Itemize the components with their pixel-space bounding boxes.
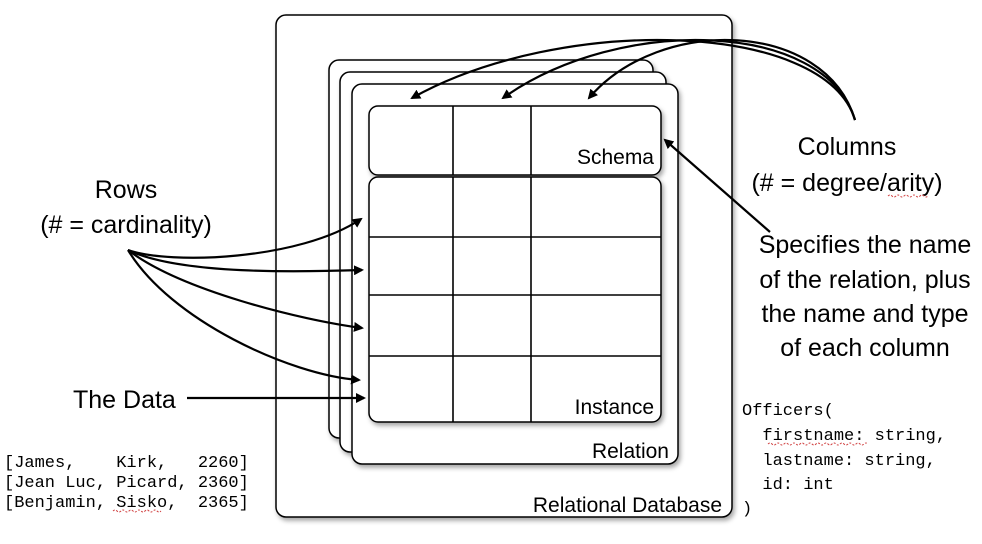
code-line: id: int	[742, 476, 834, 495]
columns-title: Columns	[798, 133, 897, 161]
schema-desc-line: of the relation, plus	[759, 266, 970, 294]
schema-box	[368, 105, 662, 176]
spellcheck-underline	[767, 442, 869, 446]
schema-desc-arrow	[663, 138, 771, 233]
code-line: Officers(	[742, 402, 834, 421]
schema-label: Schema	[577, 146, 654, 169]
columns-note: (# = degree/arity)	[751, 169, 942, 197]
instance-box	[368, 176, 662, 423]
instance-label: Instance	[575, 396, 654, 419]
rows-note: (# = cardinality)	[40, 211, 212, 239]
code-line: lastname: string,	[742, 452, 936, 471]
code-line: )	[742, 500, 752, 519]
schema-desc-line: Specifies the name	[759, 231, 972, 259]
schema-desc-line: the name and type	[761, 300, 968, 328]
data-label: The Data	[73, 386, 176, 414]
data-rows: [James, Kirk, 2260] [Jean Luc, Picard, 2…	[4, 454, 249, 513]
schema-description: Specifies the name of the relation, plus…	[759, 231, 972, 362]
schema-code: Officers( firstname: string, lastname: s…	[742, 402, 946, 519]
data-row: [Benjamin, Sisko, 2365]	[4, 494, 249, 513]
rows-title: Rows	[95, 176, 158, 204]
spellcheck-underline	[887, 194, 929, 198]
relation-label: Relation	[592, 440, 669, 463]
code-line: firstname: string,	[742, 427, 946, 446]
spellcheck-underline	[112, 509, 162, 513]
database-label: Relational Database	[533, 494, 722, 517]
row-arrows	[127, 217, 364, 385]
schema-desc-line: of each column	[780, 334, 950, 362]
column-arrows	[410, 38, 857, 121]
data-row: [Jean Luc, Picard, 2360]	[4, 474, 249, 493]
data-row: [James, Kirk, 2260]	[4, 454, 249, 473]
